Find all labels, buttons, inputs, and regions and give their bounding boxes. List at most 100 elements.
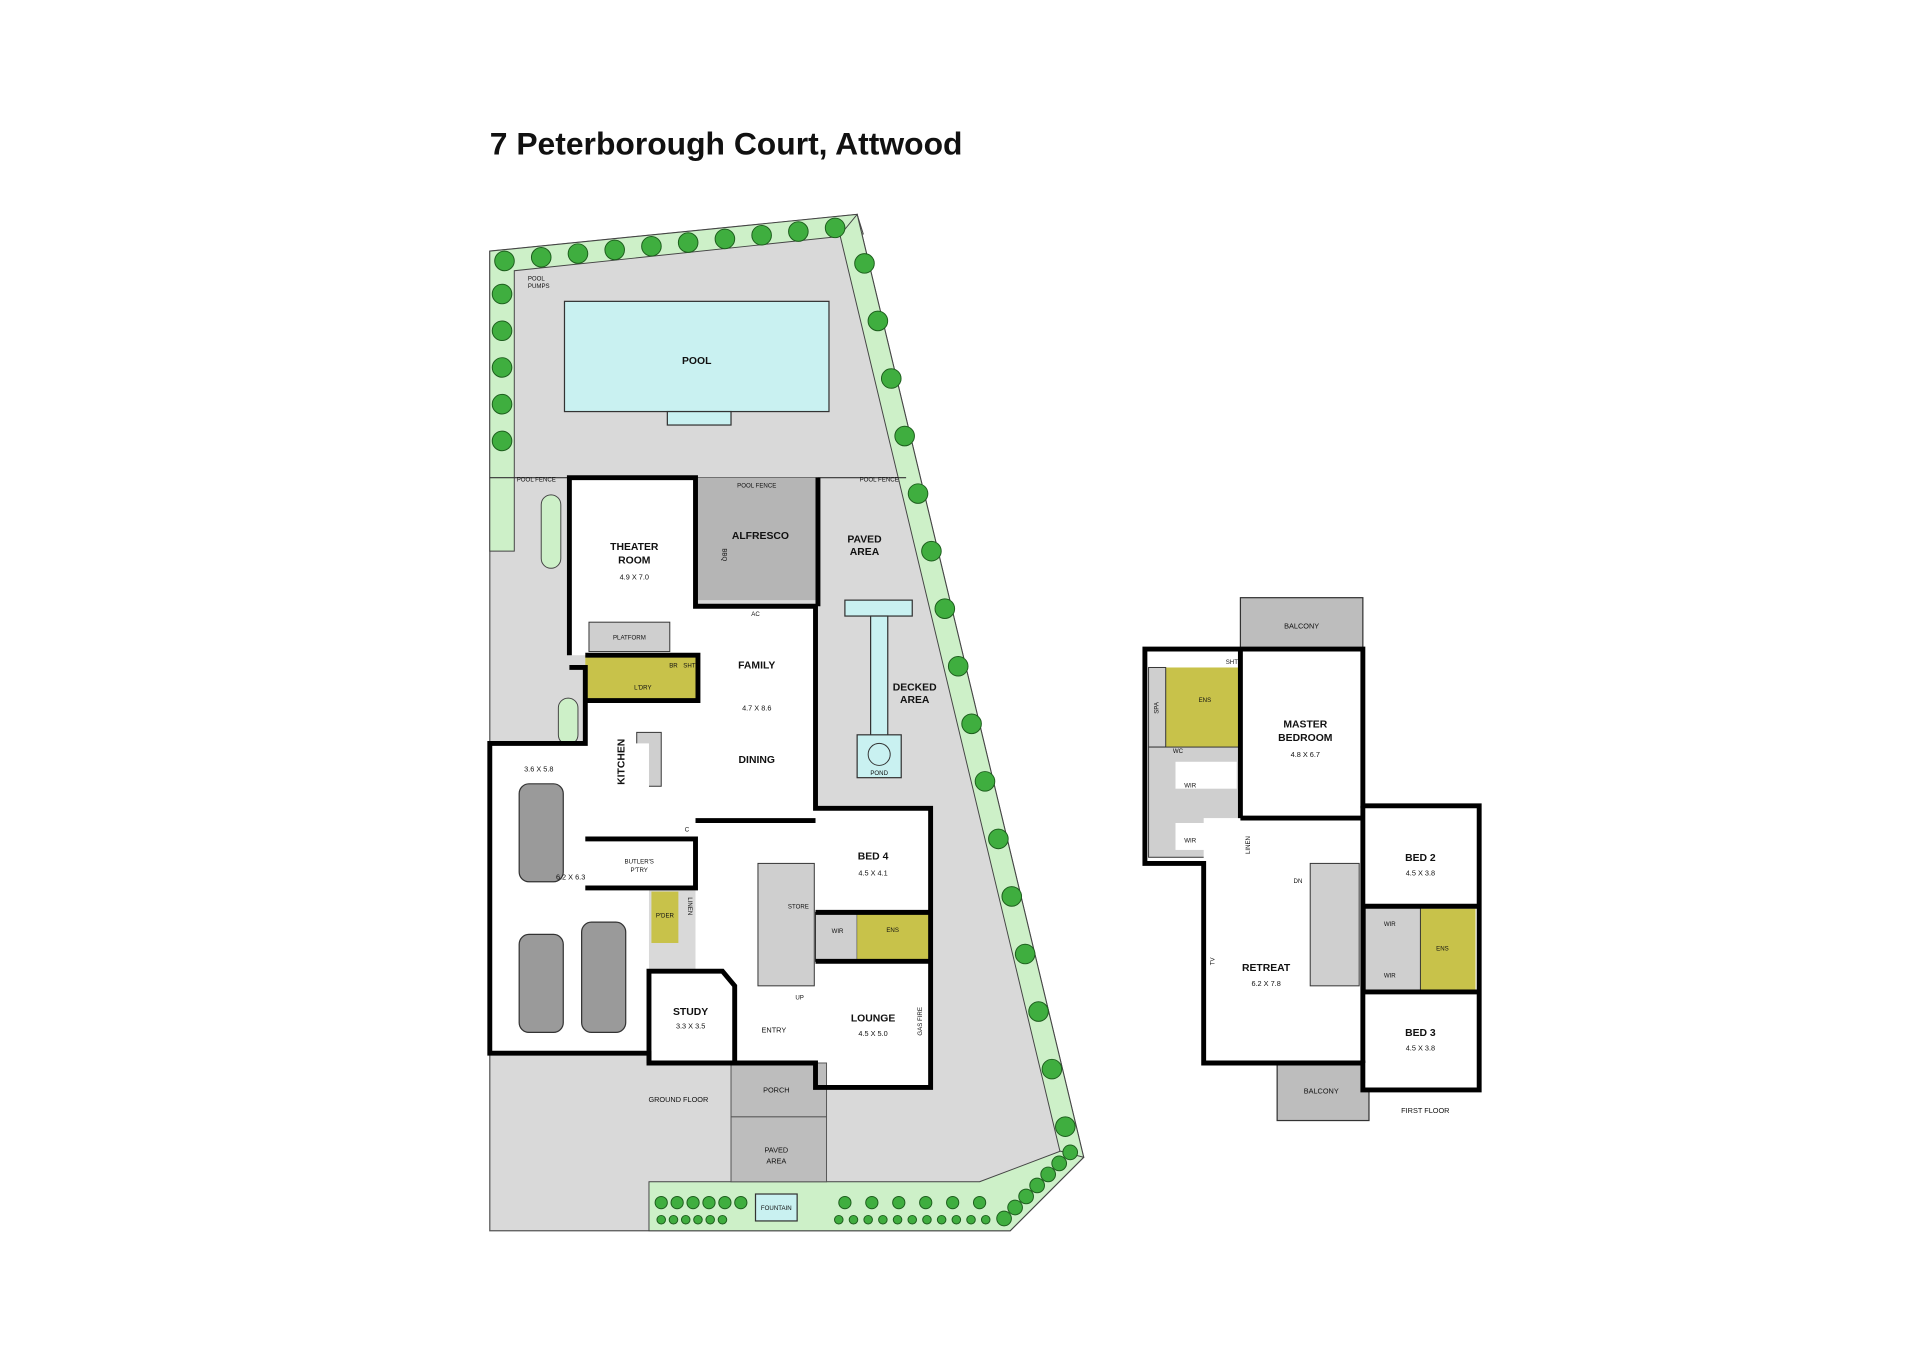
front-paved-label: AREA (766, 1156, 786, 1165)
kitchen-label: KITCHEN (616, 739, 627, 785)
tree-icon (1014, 943, 1036, 965)
pool-pumps-label: POOL (528, 276, 546, 283)
fountain (754, 1193, 798, 1222)
tree-icon (670, 1195, 684, 1210)
cupboard-label: C (685, 827, 690, 834)
ensuite (857, 912, 931, 962)
porch-label: PORCH (763, 1085, 789, 1094)
study (648, 971, 735, 1063)
pool-fence-label: POOL FENCE (860, 476, 899, 483)
tree-icon (867, 310, 889, 332)
tree-icon (922, 1214, 932, 1225)
pool-pumps-label: PUMPS (528, 283, 550, 290)
tree-icon (491, 320, 513, 342)
paved-area-label: PAVED (847, 535, 882, 546)
tree-icon (996, 1210, 1012, 1227)
master-ensuite (1165, 667, 1241, 748)
alfresco-label: ALFRESCO (732, 531, 789, 542)
tree-icon (702, 1195, 716, 1210)
tv-label: TV (1210, 957, 1217, 966)
pond-label: POND (870, 770, 888, 777)
tree-icon (878, 1214, 888, 1225)
study-size: 3.3 X 3.5 (676, 1022, 705, 1031)
tree-icon (907, 1214, 918, 1225)
pond-fountain-icon (867, 742, 891, 766)
lounge-size: 4.5 X 5.0 (858, 1029, 887, 1038)
wir (1175, 761, 1237, 789)
theater-room-size: 4.9 X 7.0 (620, 572, 649, 581)
wir-label: WIR (1184, 782, 1196, 789)
butlers-pantry-label: P'TRY (631, 867, 648, 874)
tree-icon (654, 1195, 668, 1210)
bed-4 (815, 808, 931, 913)
tree-icon (863, 1214, 873, 1225)
fountain-label: FOUNTAIN (761, 1205, 792, 1212)
tree-icon (1051, 1155, 1068, 1172)
pool (563, 300, 830, 413)
tree-icon (865, 1195, 879, 1210)
family-size: 4.7 X 8.6 (742, 703, 771, 712)
tree-icon (1007, 1199, 1023, 1216)
linen-label: LINEN (1245, 836, 1252, 854)
bbq-label: BBQ (720, 548, 727, 561)
tree-icon (907, 483, 929, 504)
butlers-pantry-label: BUTLER'S (625, 858, 654, 865)
family-label: FAMILY (738, 661, 775, 672)
family-dining (695, 606, 816, 821)
master-bedroom-label: BEDROOM (1278, 733, 1332, 744)
trees (491, 217, 1079, 1227)
tree-icon (919, 1195, 933, 1210)
platform (588, 621, 671, 653)
bed-4-size: 4.5 X 4.1 (858, 869, 887, 878)
page-title: 7 Peterborough Court, Attwood (490, 125, 963, 161)
tree-icon (894, 425, 915, 447)
master-bedroom-label: MASTER (1283, 719, 1327, 730)
planter-box (557, 697, 579, 746)
tree-icon (491, 393, 513, 415)
tree-icon (604, 239, 625, 261)
bed-2-label: BED 2 (1405, 853, 1436, 864)
study-label: STUDY (673, 1007, 708, 1018)
tree-icon (934, 598, 956, 619)
shute-label: SHT (683, 662, 695, 669)
front-paved-label: PAVED (764, 1145, 788, 1154)
staircase (1309, 862, 1360, 987)
spa-label: SPA (1153, 701, 1160, 714)
tree-icon (1028, 1001, 1049, 1022)
tree-icon (494, 250, 515, 272)
tree-icon (961, 713, 982, 735)
garage-size: 6.2 X 6.3 (556, 872, 585, 881)
tree-icon (686, 1195, 700, 1210)
wir-label: WIR (832, 928, 844, 935)
garage-small-size: 3.6 X 5.8 (524, 765, 553, 774)
car-icon (518, 933, 564, 1033)
wir-label: WIR (1184, 838, 1196, 845)
tree-icon (1055, 1116, 1076, 1137)
tree-icon (1001, 886, 1023, 907)
laundry (585, 655, 698, 701)
tree-icon (854, 253, 875, 274)
front-paved-area (730, 1116, 828, 1183)
lounge (815, 961, 931, 1088)
tree-icon (936, 1214, 947, 1225)
tree-icon (880, 368, 902, 389)
theater-room-label: ROOM (618, 555, 650, 566)
master-bedroom-size: 4.8 X 6.7 (1291, 750, 1320, 759)
tree-icon (491, 430, 513, 452)
first-floor: BALCONY BALCONY MASTER BEDROOM 4.8 X 6.7… (1142, 597, 1482, 1122)
decked-area-label: AREA (900, 695, 930, 706)
tree-icon (946, 1195, 960, 1210)
linen-label: LINEN (686, 897, 693, 915)
tree-icon (892, 1195, 906, 1210)
tree-icon (1029, 1177, 1045, 1194)
tree-icon (705, 1214, 715, 1225)
tree-icon (718, 1195, 732, 1210)
ground-floor-label: GROUND FLOOR (648, 1095, 708, 1104)
tree-icon (491, 357, 513, 378)
tree-icon (567, 243, 589, 264)
balcony-top (1239, 597, 1364, 650)
tree-icon (892, 1214, 903, 1225)
tree-icon (988, 828, 1009, 850)
wc-label: WC (1173, 748, 1184, 755)
